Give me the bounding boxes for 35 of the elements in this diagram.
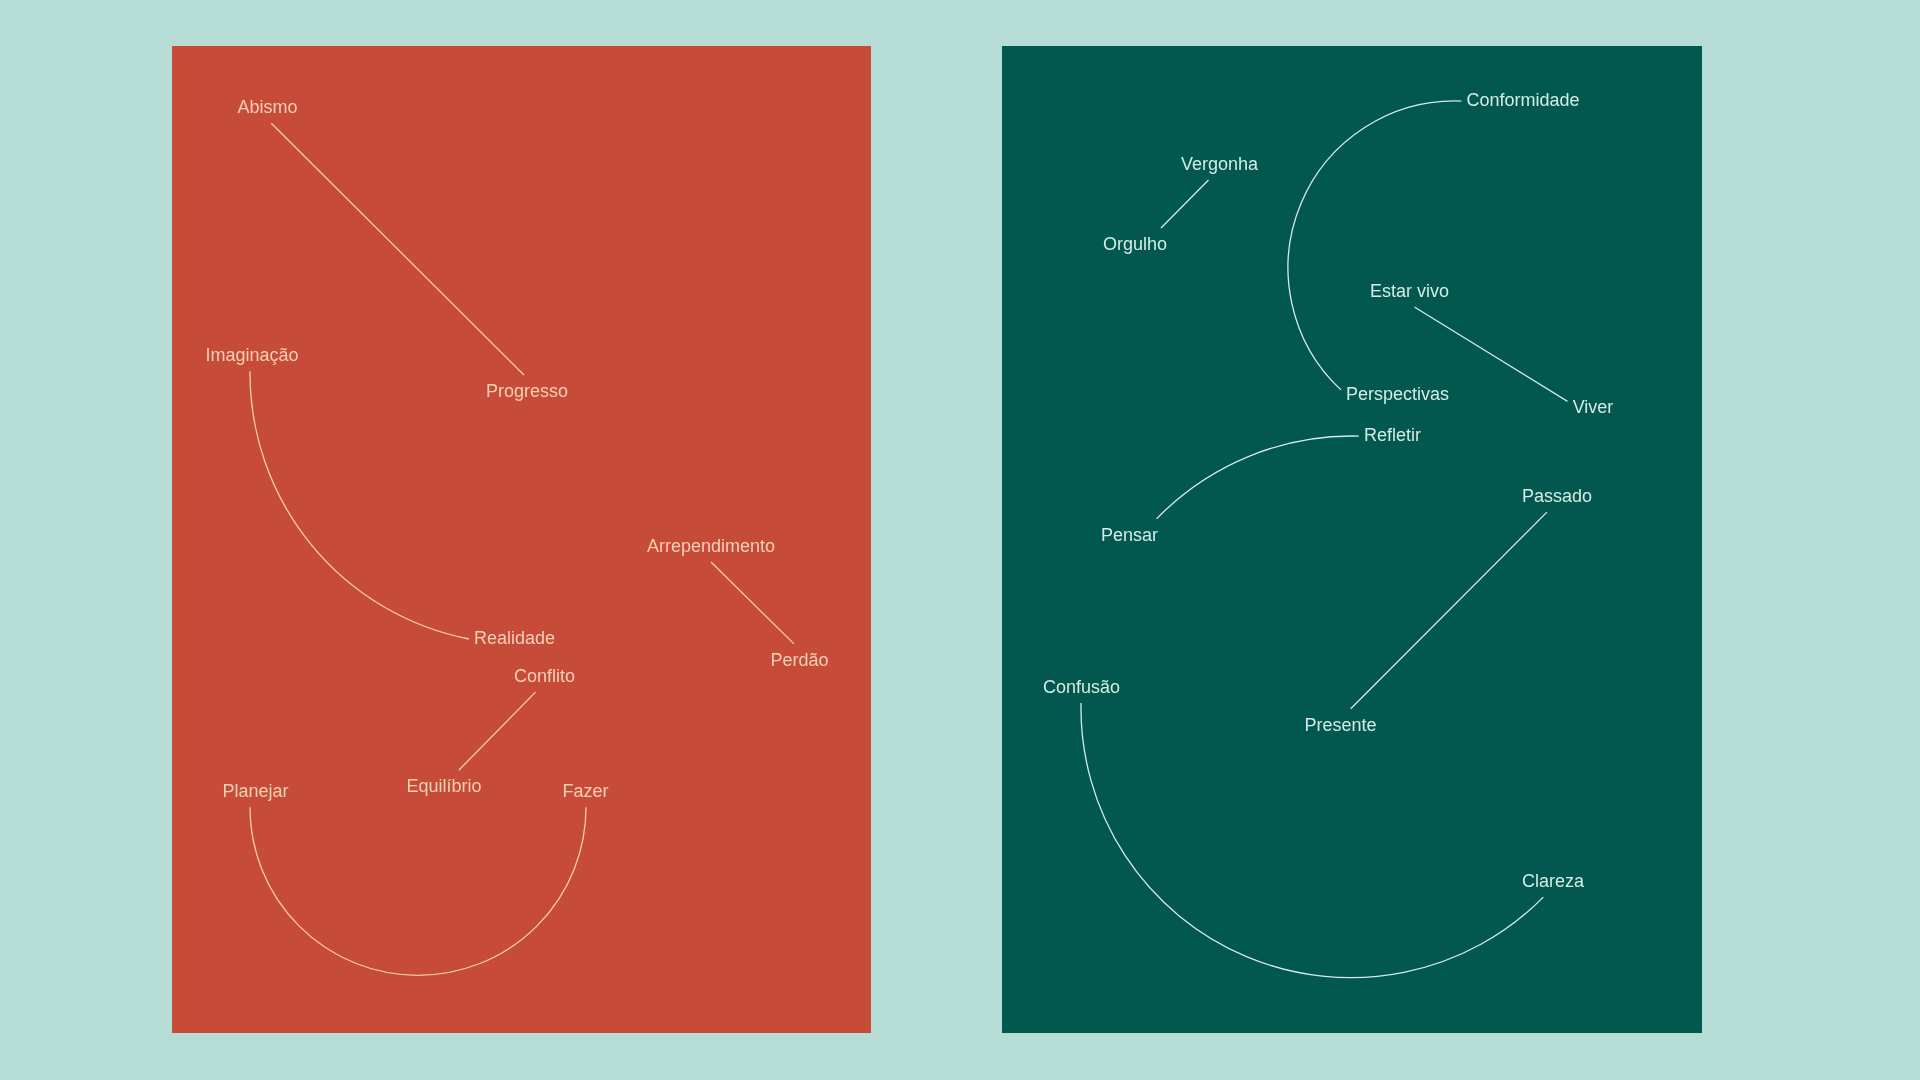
word-label: Presente (1304, 714, 1377, 736)
word-label: Perdão (770, 649, 829, 671)
word-label: Conformidade (1466, 89, 1580, 111)
word-label: Arrependimento (646, 535, 776, 557)
word-label: Confusão (1042, 676, 1121, 698)
connector-line (710, 561, 795, 645)
word-label: Orgulho (1103, 233, 1167, 255)
word-label: Estar vivo (1370, 280, 1449, 302)
word-label: Conflito (514, 665, 575, 687)
word-label: Perspectivas (1346, 383, 1449, 405)
connector-arc (1155, 435, 1360, 520)
panel (1002, 46, 1702, 1033)
connector-arc (1287, 100, 1462, 391)
connector-line (1160, 179, 1210, 229)
connector-arc (249, 806, 587, 976)
word-label: Progresso (486, 380, 568, 402)
connector-arc (1080, 702, 1544, 979)
word-label: Equilíbrio (406, 775, 482, 797)
connector-arc (249, 370, 470, 640)
word-label: Planejar (222, 780, 289, 802)
word-label: Passado (1521, 485, 1593, 507)
word-label: Pensar (1101, 524, 1158, 546)
word-label: Refletir (1364, 424, 1421, 446)
connector-line (458, 691, 537, 771)
word-label: Abismo (237, 96, 298, 118)
word-label: Clareza (1522, 870, 1584, 892)
panel (172, 46, 871, 1033)
word-label: Viver (1572, 395, 1614, 418)
connector-line (1350, 511, 1548, 710)
word-label: Realidade (474, 627, 556, 649)
word-label: Fazer (562, 780, 609, 802)
connector-line (1413, 306, 1569, 403)
word-label: Imaginação (205, 344, 299, 366)
connector-line (270, 122, 525, 376)
word-label: Vergonha (1180, 153, 1259, 175)
